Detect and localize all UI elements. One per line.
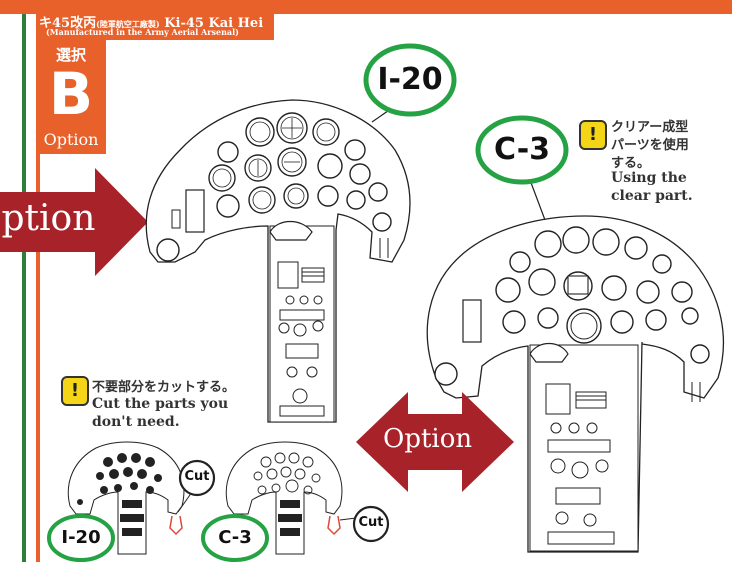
label-cut-2: Cut	[358, 515, 384, 530]
left-green-rule	[22, 14, 26, 562]
callout-c3-small	[201, 514, 269, 562]
center-option-arrow	[356, 392, 514, 492]
cut-circle-1	[178, 459, 216, 497]
warning-icon: !	[61, 376, 89, 406]
thumb-panel-c3	[225, 441, 357, 555]
title-small: (陸軍航空工廠製)	[96, 19, 160, 29]
label-cut-1: Cut	[184, 469, 210, 484]
header-subtitle: (Manufactured in the Army Aerial Arsenal…	[46, 27, 239, 37]
clear-note-jp-2: パーツを使用	[611, 138, 689, 153]
clear-note-jp-3: する。	[611, 156, 651, 171]
cut-note-en-1: Cut the parts you	[92, 396, 229, 412]
label-i20-small: I-20	[61, 527, 101, 548]
callout-i20-small	[47, 514, 115, 562]
panel-c3	[426, 215, 724, 553]
left-arrow-label: Option	[0, 198, 96, 239]
badge-letter: B	[48, 60, 94, 128]
badge-option: Option	[43, 130, 99, 149]
callout-c3-main	[475, 115, 569, 185]
label-c3-main: C-3	[493, 132, 551, 167]
option-badge: 選択 B Option	[36, 40, 106, 154]
title-en: Ki-45 Kai Hei	[164, 16, 264, 31]
page-header: キ45改丙(陸軍航空工廠製) Ki-45 Kai Hei (Manufactur…	[36, 10, 274, 40]
clear-note-jp-1: クリアー成型	[611, 120, 689, 135]
clear-note-en-1: Using the	[611, 170, 687, 186]
cut-circle-2	[352, 505, 390, 543]
header-title: キ45改丙(陸軍航空工廠製) Ki-45 Kai Hei	[39, 12, 263, 31]
left-orange-rule	[36, 14, 40, 562]
label-i20-main: I-20	[377, 62, 443, 97]
thumb-panel-i20	[67, 441, 193, 555]
cut-note-jp: 不要部分をカットする。	[92, 380, 236, 395]
panel-i20	[145, 99, 411, 423]
center-arrow-label: Option	[383, 424, 473, 454]
title-jp: キ45改丙	[39, 16, 97, 31]
warning-icon: !	[579, 120, 607, 150]
badge-jp: 選択	[55, 46, 86, 64]
left-option-arrow	[0, 168, 148, 276]
callout-i20-main	[363, 43, 457, 117]
cut-note-en-2: don't need.	[92, 414, 180, 430]
clear-note-en-2: clear part.	[611, 188, 693, 204]
label-c3-small: C-3	[218, 527, 252, 548]
